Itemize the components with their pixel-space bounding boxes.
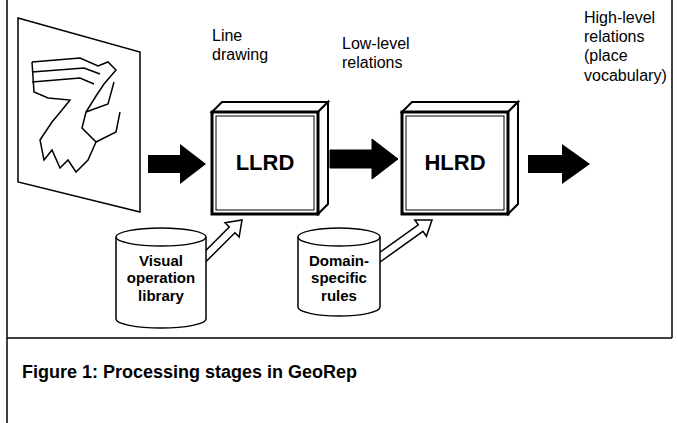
- database-cylinder: Domain-specific rules: [298, 228, 380, 316]
- stage-label: High-level relations (place vocabulary): [584, 8, 670, 85]
- database-cylinder: Visual operation library: [116, 228, 206, 328]
- stage-label: Low-level relations: [342, 34, 432, 72]
- frame-line: [671, 0, 673, 338]
- line-drawing-sheet: [18, 18, 140, 212]
- box-title: LLRD: [236, 150, 295, 176]
- frame-line: [7, 337, 672, 339]
- flow-arrow: [330, 139, 398, 179]
- process-box: LLRD: [212, 112, 318, 214]
- store-label: Domain-specific rules: [302, 252, 376, 304]
- figure-caption: Figure 1: Processing stages in GeoRep: [22, 362, 357, 383]
- frame-line: [6, 0, 8, 423]
- stage-label: Line drawing: [212, 26, 282, 64]
- input-arrow: [374, 220, 432, 263]
- process-box: HLRD: [402, 112, 508, 214]
- box-title: HLRD: [424, 150, 485, 176]
- store-label: Visual operation library: [120, 252, 202, 304]
